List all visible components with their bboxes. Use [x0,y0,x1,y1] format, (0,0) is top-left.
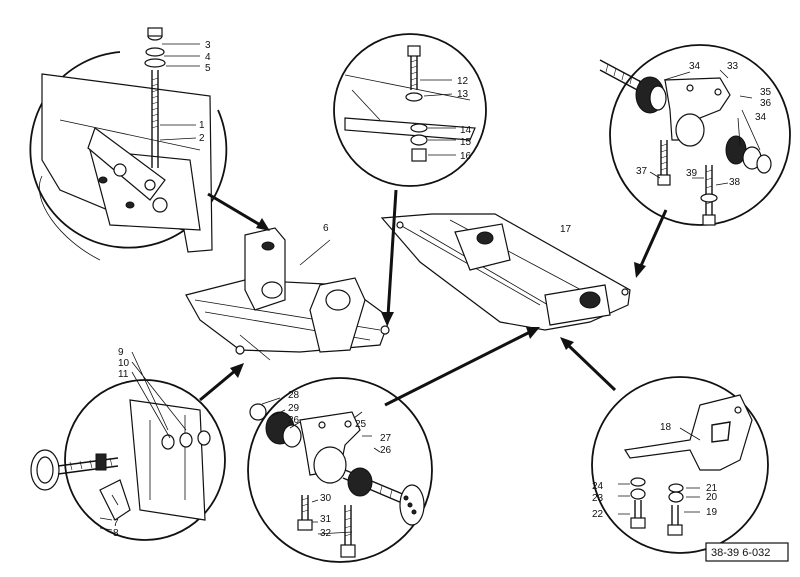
callout-34-right: 34 [755,112,767,123]
callout-11: 11 [118,369,129,380]
detail-bottom-middle [247,377,433,563]
callout-25: 25 [355,419,367,430]
detail-top-right [599,44,791,226]
drawing-code-text: 38-39 6-032 [711,547,770,559]
callout-30: 30 [320,493,332,504]
callout-3: 3 [205,40,211,51]
callout-34-top: 34 [689,61,701,72]
detail-top-middle [333,33,487,187]
callout-32: 32 [320,528,332,539]
callout-16: 16 [460,151,472,162]
callout-35: 35 [760,87,772,98]
callout-6: 6 [323,223,329,234]
callout-28: 28 [288,390,300,401]
callout-17: 17 [560,224,572,235]
drawing-code: 38-39 6-032 [705,542,789,562]
callout-21: 21 [706,483,718,494]
callout-37: 37 [636,166,648,177]
drawing-code-box [705,542,789,562]
callout-14: 14 [460,125,472,136]
callout-5: 5 [205,63,211,74]
callout-8: 8 [113,528,119,539]
callout-33: 33 [727,61,739,72]
callout-24: 24 [592,481,604,492]
callout-18: 18 [660,422,672,433]
detail-bottom-left [30,351,226,541]
callout-26-top: 26 [288,415,300,426]
callout-7: 7 [113,518,119,529]
callout-9: 9 [118,347,124,358]
callout-labels: 3 4 5 1 2 6 7 8 9 10 11 12 13 14 15 16 1… [113,40,772,539]
callout-12: 12 [457,76,469,87]
detail-bottom-right [591,376,769,554]
subframe-right-assembly [380,213,631,331]
connector-arrows [199,189,668,407]
callout-23: 23 [592,493,604,504]
callout-39: 39 [686,168,698,179]
callout-13: 13 [457,89,469,100]
callout-19: 19 [706,507,718,518]
callout-10: 10 [118,358,130,369]
detail-top-left [29,27,228,261]
callout-2: 2 [199,133,205,144]
callout-36: 36 [760,98,772,109]
subframe-left-assembly [185,227,391,361]
callout-1: 1 [199,120,205,131]
callout-31: 31 [320,514,332,525]
callout-38: 38 [729,177,741,188]
callout-22: 22 [592,509,604,520]
callout-27: 27 [380,433,392,444]
callout-15: 15 [460,137,472,148]
callout-4: 4 [205,52,211,63]
callout-29: 29 [288,403,300,414]
callout-20: 20 [706,492,718,503]
callout-26-right: 26 [380,445,392,456]
